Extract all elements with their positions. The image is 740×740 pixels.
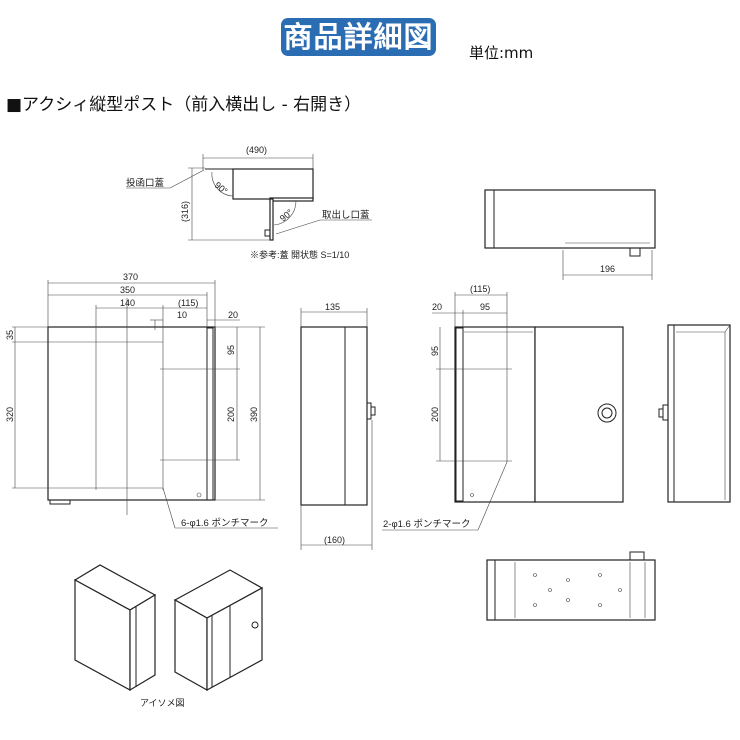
- isometric-views: アイソメ図: [73, 564, 264, 708]
- dim-350: 350: [120, 285, 135, 295]
- front-view: 370 350 140 (115) 10 20 35 320 95 200 39…: [5, 272, 278, 529]
- dim-196: 196: [600, 264, 615, 274]
- isometric-label: アイソメ図: [140, 698, 185, 708]
- dim-320: 320: [5, 407, 15, 422]
- angle-1: 90°: [213, 180, 230, 197]
- angle-2: 90°: [278, 207, 295, 224]
- dim-20: 20: [228, 310, 238, 320]
- product-heading: ■アクシィ縦型ポスト（前入横出し - 右開き）: [6, 95, 362, 115]
- dim-135: 135: [325, 302, 340, 312]
- dim-390: 390: [249, 407, 259, 422]
- dim-10: 10: [177, 310, 187, 320]
- scale-note: ※参考:蓋 開状態 S=1/10: [250, 249, 349, 260]
- punch-mark-label-front: 6-φ1.6 ポンチマーク: [181, 518, 268, 529]
- dim-95: 95: [226, 345, 236, 355]
- dim-35: 35: [5, 330, 15, 340]
- dim-316: (316): [180, 201, 190, 222]
- punch-mark-label-rear: 2-φ1.6 ポンチマーク: [383, 519, 470, 530]
- lid-open-view: (490) (316) 90° 90° 投函口蓋 取出し口蓋 ※参考:蓋 開状態…: [126, 145, 372, 260]
- rear-view: (115) 20 95 95 200 2-φ1.6 ポンチマーク: [382, 284, 624, 531]
- side-view: 135 (160): [300, 302, 376, 550]
- right-side-view: [658, 324, 731, 503]
- rear-dim-115: (115): [470, 284, 490, 294]
- rear-dim-h200: 200: [430, 407, 440, 422]
- rear-dim-95: 95: [480, 302, 490, 312]
- dim-115: (115): [178, 298, 198, 308]
- page-title-badge: 商品詳細図: [281, 18, 436, 56]
- dim-200: 200: [226, 407, 236, 422]
- unit-label: 単位:mm: [469, 44, 534, 62]
- label-takeout-lid: 取出し口蓋: [322, 209, 370, 221]
- top-view: 196: [484, 189, 656, 280]
- dim-140: 140: [120, 298, 135, 308]
- label-insert-lid: 投函口蓋: [126, 177, 165, 189]
- rear-dim-20: 20: [432, 302, 442, 312]
- dim-490: (490): [246, 145, 267, 155]
- dim-370: 370: [123, 272, 138, 282]
- rear-dim-h95: 95: [430, 346, 440, 356]
- bottom-view: [486, 551, 656, 621]
- dim-160: (160): [324, 535, 345, 545]
